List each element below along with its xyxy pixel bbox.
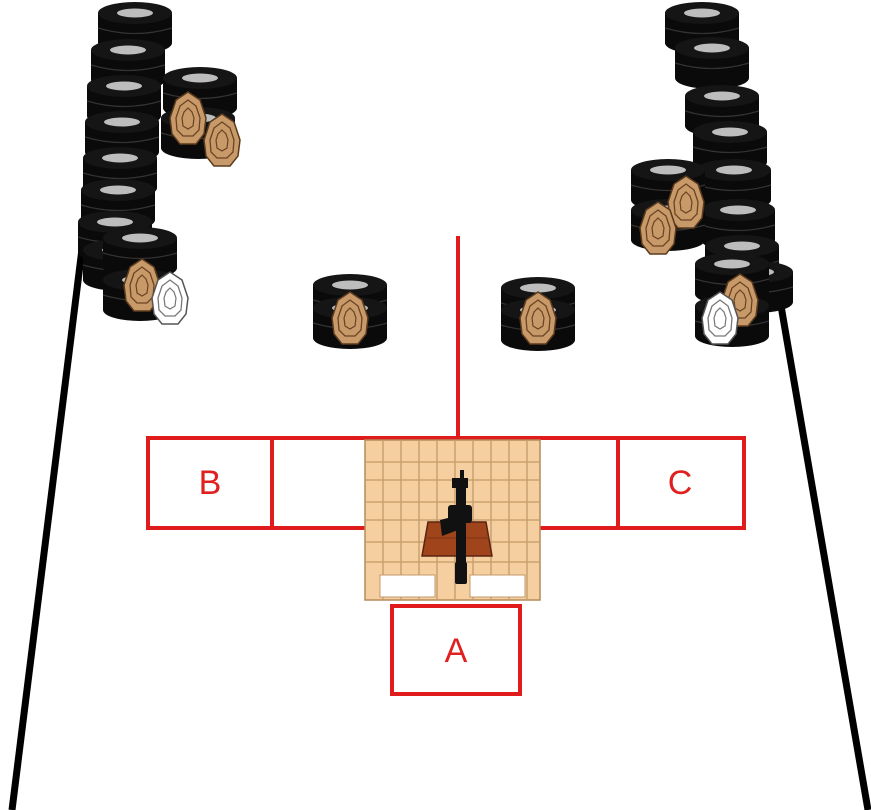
steel-target-icon bbox=[520, 292, 556, 344]
right-boundary-line bbox=[780, 300, 868, 810]
right-target-stack-upper bbox=[631, 159, 705, 254]
box-b-label: B bbox=[199, 464, 222, 502]
steel-target-icon bbox=[332, 292, 368, 344]
steel-target-icon bbox=[640, 202, 676, 254]
center-right-target-stack bbox=[501, 277, 575, 351]
shooting-box-b: B bbox=[148, 438, 272, 528]
left-target-stack-lower bbox=[103, 227, 188, 324]
steel-target-icon bbox=[204, 114, 240, 166]
steel-target-icon bbox=[170, 92, 206, 144]
no-shoot-target-icon bbox=[702, 292, 738, 344]
shooting-box-c: C bbox=[618, 438, 744, 528]
box-a-label: A bbox=[445, 632, 468, 670]
shooting-box-a: A bbox=[392, 606, 520, 694]
left-target-stack-upper bbox=[161, 67, 240, 166]
tire-icon bbox=[675, 37, 749, 89]
right-target-stack-lower bbox=[695, 253, 769, 347]
left-boundary-line bbox=[12, 225, 85, 810]
no-shoot-target-icon bbox=[152, 272, 188, 324]
box-c-label: C bbox=[668, 464, 693, 502]
center-left-target-stack bbox=[313, 274, 387, 349]
